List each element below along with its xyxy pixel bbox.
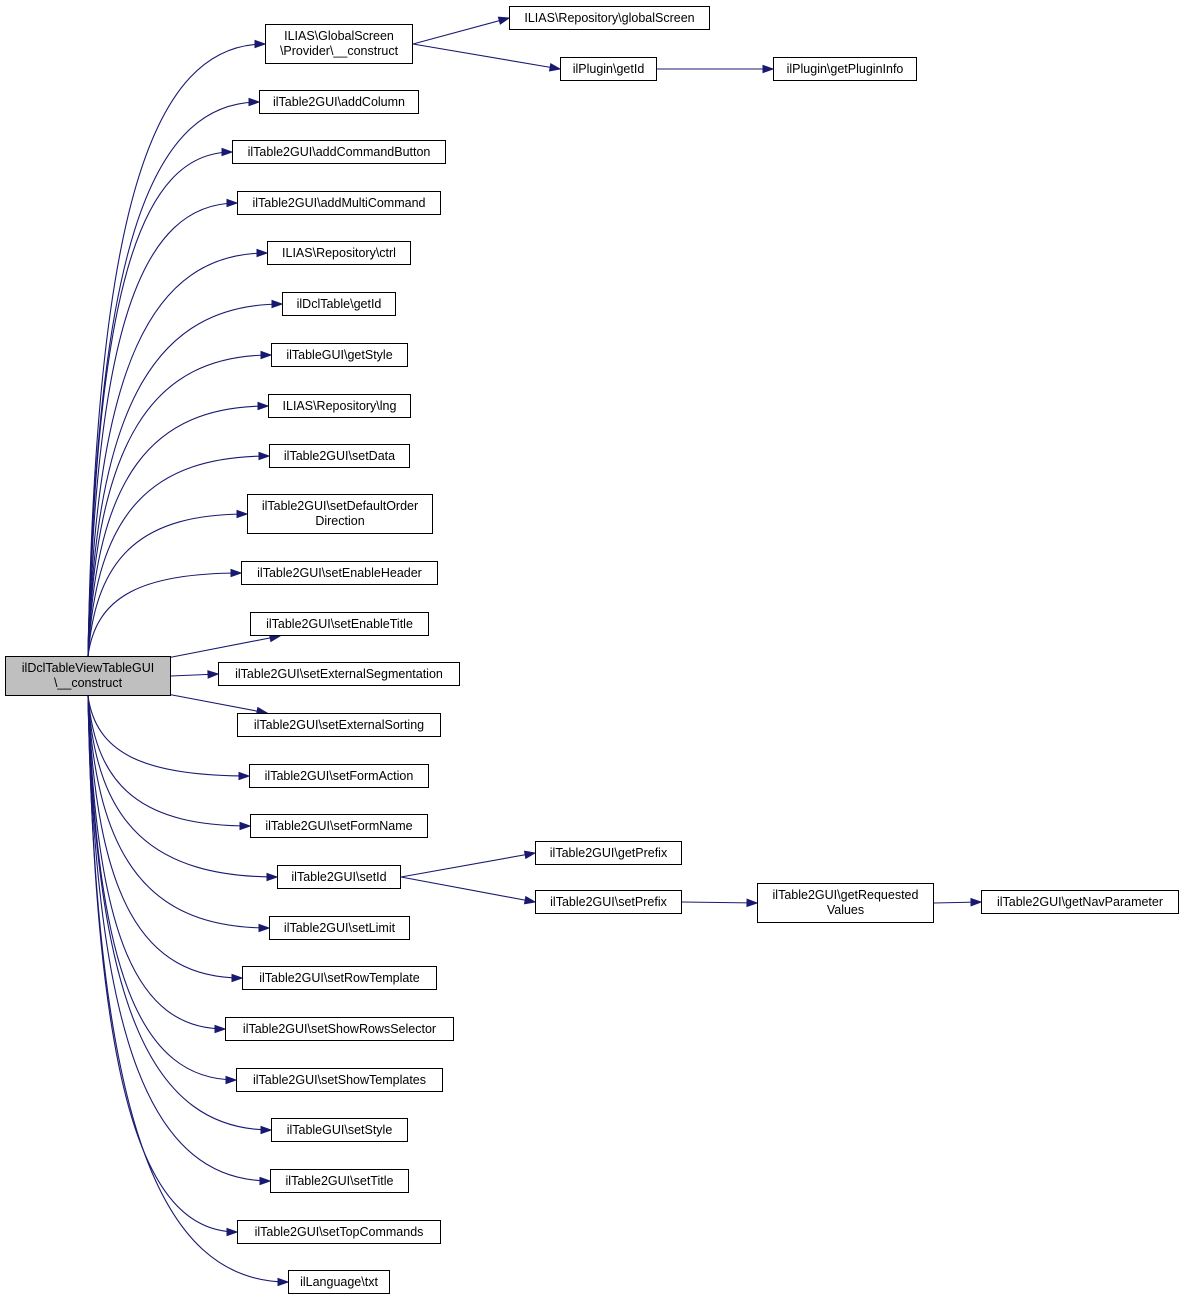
edge-root-to-n_addmulti: [87, 202, 238, 657]
edge-root-to-n_setshowtemplates-arrowhead: [225, 1075, 238, 1085]
edge-n_setprefix-to-n_getrequested-arrowhead: [746, 898, 759, 908]
edge-root-to-n_setformname: [87, 695, 251, 827]
edge-n_provider-to-n_plugin_getid: [412, 43, 561, 70]
edge-root-to-n_setid-arrowhead: [266, 872, 279, 882]
node-getnavparameter[interactable]: ilTable2GUI\getNavParameter: [981, 890, 1179, 914]
node-setshowtemplates[interactable]: ilTable2GUI\setShowTemplates: [236, 1068, 443, 1092]
edge-root-to-n_settopcommands-arrowhead: [226, 1227, 239, 1237]
edge-root-to-n_setrowtemplate-arrowhead: [231, 973, 244, 983]
edge-root-to-n_provider-arrowhead: [254, 39, 267, 49]
edge-root-to-n_dcl_getid-arrowhead: [271, 299, 284, 309]
node-setformaction[interactable]: ilTable2GUI\setFormAction: [249, 764, 429, 788]
edge-root-to-n_ctrl: [87, 252, 268, 657]
edge-root-to-n_setformaction: [87, 695, 250, 777]
node-setenableheader[interactable]: ilTable2GUI\setEnableHeader: [241, 561, 438, 585]
edge-root-to-n_provider: [87, 43, 266, 657]
edge-n_provider-to-n_globalscreen: [412, 17, 510, 45]
edge-n_setid-to-n_setprefix-arrowhead: [523, 895, 537, 905]
edge-root-to-n_setdefaultorder-arrowhead: [236, 509, 249, 519]
edge-root-to-n_getstyle-arrowhead: [260, 350, 273, 360]
node-setformname[interactable]: ilTable2GUI\setFormName: [250, 814, 428, 838]
edge-root-to-n_setshowrows-arrowhead: [214, 1024, 227, 1034]
node-addcommandbutton[interactable]: ilTable2GUI\addCommandButton: [232, 140, 446, 164]
node-setexternalsorting[interactable]: ilTable2GUI\setExternalSorting: [237, 713, 441, 737]
edge-n_setid-to-n_setprefix: [400, 876, 536, 903]
edge-n_setprefix-to-n_getrequested: [681, 901, 758, 904]
node-settitle[interactable]: ilTable2GUI\setTitle: [270, 1169, 409, 1193]
edge-root-to-n_setlimit-arrowhead: [258, 923, 271, 933]
node-settopcommands[interactable]: ilTable2GUI\setTopCommands: [237, 1220, 441, 1244]
edge-n_getrequested-to-n_getnavparam-arrowhead: [970, 897, 983, 907]
edge-root-to-n_setshowrows: [87, 695, 226, 1030]
edge-root-to-n_setshowtemplates: [87, 695, 237, 1081]
edge-root-to-n_setrowtemplate: [87, 695, 243, 979]
node-getstyle[interactable]: ilTableGUI\getStyle: [271, 343, 408, 367]
edge-root-to-n_language_txt-arrowhead: [277, 1277, 290, 1287]
edge-root-to-n_setformaction-arrowhead: [238, 771, 251, 781]
edge-root-to-n_addcmdbtn: [87, 151, 233, 657]
node-getrequestedvalues[interactable]: ilTable2GUI\getRequested Values: [757, 883, 934, 923]
edge-root-to-n_settitle-arrowhead: [259, 1176, 272, 1186]
node-language-txt[interactable]: ilLanguage\txt: [288, 1270, 390, 1294]
node-setdefaultorderdirection[interactable]: ilTable2GUI\setDefaultOrder Direction: [247, 494, 433, 534]
edge-root-to-n_setdata-arrowhead: [258, 451, 271, 461]
edge-root-to-n_addcolumn-arrowhead: [248, 97, 261, 107]
edge-root-to-n_getstyle: [87, 354, 272, 657]
node-addmulticommand[interactable]: ilTable2GUI\addMultiCommand: [237, 191, 441, 215]
node-setexternalsegmentation[interactable]: ilTable2GUI\setExternalSegmentation: [218, 662, 460, 686]
edge-root-to-n_settitle: [87, 695, 271, 1182]
node-setdata[interactable]: ilTable2GUI\setData: [269, 444, 410, 468]
edge-root-to-n_setdata: [87, 455, 270, 657]
node-setshowrowsselector[interactable]: ilTable2GUI\setShowRowsSelector: [225, 1017, 454, 1041]
edge-root-to-n_addmulti-arrowhead: [226, 198, 239, 208]
edge-n_plugin_getid-to-n_plugin_info-arrowhead: [762, 64, 775, 74]
node-repository-ctrl[interactable]: ILIAS\Repository\ctrl: [267, 241, 411, 265]
edge-root-to-n_setextseg-arrowhead: [207, 670, 220, 679]
node-plugin-getid[interactable]: ilPlugin\getId: [560, 57, 657, 81]
edge-root-to-n_setenabletitle: [166, 635, 281, 659]
node-plugin-getplugininfo[interactable]: ilPlugin\getPluginInfo: [773, 57, 917, 81]
root-node: ilDclTableViewTableGUI \__construct: [5, 656, 171, 696]
edge-n_setid-to-n_getprefix: [400, 852, 536, 878]
edge-root-to-n_setdefaultorder: [87, 513, 248, 657]
node-setprefix[interactable]: ilTable2GUI\setPrefix: [535, 890, 682, 914]
node-dcltable-getid[interactable]: ilDclTable\getId: [282, 292, 396, 316]
edge-root-to-n_dcl_getid: [87, 303, 283, 657]
node-provider-construct[interactable]: ILIAS\GlobalScreen \Provider\__construct: [265, 24, 413, 64]
edge-n_setid-to-n_getprefix-arrowhead: [523, 850, 537, 860]
edge-root-to-n_addcmdbtn-arrowhead: [221, 147, 234, 157]
edge-root-to-n_language_txt: [87, 695, 289, 1283]
node-repository-globalscreen[interactable]: ILIAS\Repository\globalScreen: [509, 6, 710, 30]
edge-root-to-n_lng-arrowhead: [257, 401, 270, 411]
node-setstyle[interactable]: ilTableGUI\setStyle: [271, 1118, 408, 1142]
edge-root-to-n_setformname-arrowhead: [239, 821, 252, 831]
edge-n_provider-to-n_plugin_getid-arrowhead: [548, 62, 562, 72]
node-getprefix[interactable]: ilTable2GUI\getPrefix: [535, 841, 682, 865]
node-setrowtemplate[interactable]: ilTable2GUI\setRowTemplate: [242, 966, 437, 990]
edge-root-to-n_setlimit: [87, 695, 270, 929]
edge-root-to-n_ctrl-arrowhead: [256, 248, 269, 258]
edge-n_provider-to-n_globalscreen-arrowhead: [497, 16, 511, 25]
edge-root-to-n_setstyle: [87, 695, 272, 1131]
edge-root-to-n_setid: [87, 695, 278, 878]
edge-root-to-n_setenableheader-arrowhead: [230, 568, 243, 578]
node-repository-lng[interactable]: ILIAS\Repository\lng: [268, 394, 411, 418]
edge-root-to-n_lng: [87, 405, 269, 657]
node-setenabletitle[interactable]: ilTable2GUI\setEnableTitle: [250, 612, 429, 636]
node-setlimit[interactable]: ilTable2GUI\setLimit: [269, 916, 410, 940]
edge-root-to-n_setextsort: [166, 693, 268, 714]
edge-root-to-n_setstyle-arrowhead: [260, 1125, 273, 1135]
node-addcolumn[interactable]: ilTable2GUI\addColumn: [259, 90, 419, 114]
node-setid[interactable]: ilTable2GUI\setId: [277, 865, 401, 889]
edge-root-to-n_setenableheader: [87, 572, 242, 657]
